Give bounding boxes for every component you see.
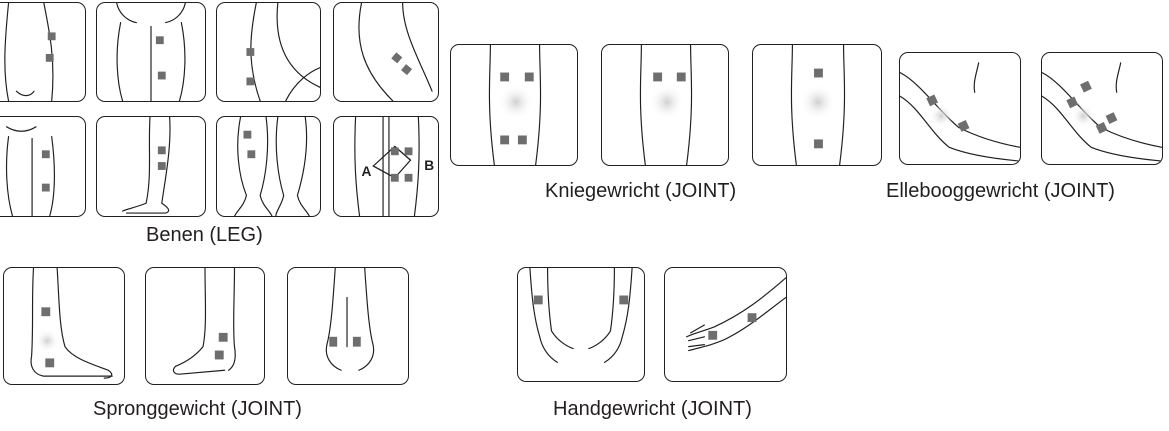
- electrode-pad: [42, 184, 50, 192]
- electrode-pad: [518, 135, 527, 144]
- leg-panel-3: [216, 2, 321, 102]
- electrode-pad: [353, 337, 361, 347]
- electrode-pad: [405, 174, 413, 182]
- electrode-pad: [708, 331, 717, 340]
- electrode-pad: [748, 313, 757, 322]
- electrode-pad: [48, 32, 56, 40]
- knee-panel-3: [752, 44, 882, 166]
- knee-back-ab-illustration: A B: [334, 117, 438, 216]
- electrode-pad: [534, 296, 543, 305]
- lower-leg-side-illustration: [97, 117, 205, 216]
- electrode-pad: [814, 139, 823, 148]
- leg-panel-7: [216, 116, 321, 217]
- electrode-pad: [1106, 112, 1118, 124]
- wrist-panel-2: [664, 267, 787, 382]
- electrode-pad: [246, 77, 254, 85]
- wrist-panel-1: [517, 267, 645, 382]
- leg-panel-2: [96, 2, 206, 102]
- electrode-pad: [677, 73, 686, 82]
- electrode-pad: [41, 307, 50, 316]
- electrode-pad: [391, 147, 399, 155]
- electrode-pad: [219, 333, 228, 342]
- thigh-side-illustration: [217, 3, 320, 101]
- leg-panel-1: [0, 2, 86, 102]
- knee-front-illustration: [451, 45, 577, 165]
- ankle-front-illustration: [146, 268, 264, 384]
- leg-panel-5: [0, 116, 86, 217]
- leg-panel-6: [96, 116, 206, 217]
- electrode-pad: [500, 135, 509, 144]
- electrode-pad: [244, 131, 252, 139]
- electrode-pad: [619, 296, 628, 305]
- knee-panel-1: [450, 44, 578, 166]
- electrode-pad: [158, 162, 166, 170]
- electrode-pad: [391, 52, 402, 63]
- elbow-panel-2: [1041, 52, 1163, 165]
- ankle-side-illustration: [4, 268, 124, 384]
- electrode-pad: [525, 73, 534, 82]
- caption-ankle: Spronggewicht (JOINT): [93, 398, 302, 421]
- ankle-panel-3: [287, 267, 409, 385]
- electrode-pad: [391, 174, 399, 182]
- electrode-pad: [158, 72, 166, 80]
- electrode-pad: [653, 73, 662, 82]
- knee-front-3-illustration: [753, 45, 881, 165]
- marker-a: A: [361, 164, 371, 179]
- electrode-pad: [215, 351, 224, 360]
- hands-illustration: [518, 268, 644, 381]
- electrode-pad: [814, 69, 823, 78]
- electrode-pad: [158, 146, 166, 154]
- electrode-pad: [246, 48, 254, 56]
- calf-front-illustration: [0, 117, 85, 216]
- thigh-front-illustration: [0, 3, 85, 101]
- electrode-pad: [1080, 81, 1092, 93]
- electrode-pad: [500, 73, 509, 82]
- knee-front-2-illustration: [602, 45, 728, 165]
- marker-b: B: [424, 158, 434, 173]
- caption-leg: Benen (LEG): [146, 224, 263, 247]
- thigh-side-back-illustration: [334, 3, 438, 101]
- electrode-pad: [42, 150, 50, 158]
- elbow-side-illustration: [900, 53, 1020, 164]
- electrode-pad: [156, 36, 164, 44]
- electrode-pad: [1096, 122, 1108, 134]
- leg-panel-4: [333, 2, 439, 102]
- thigh-back-illustration: [97, 3, 205, 101]
- electrode-pad: [45, 358, 54, 367]
- electrode-pad: [46, 54, 54, 62]
- ankle-panel-1: [3, 267, 125, 385]
- forearm-hand-illustration: [665, 268, 786, 381]
- caption-knee: Kniegewricht (JOINT): [545, 180, 736, 203]
- elbow-panel-1: [899, 52, 1021, 165]
- elbow-side-2-illustration: [1042, 53, 1162, 164]
- electrode-pad: [405, 147, 413, 155]
- electrode-pad: [329, 337, 337, 347]
- ankle-panel-2: [145, 267, 265, 385]
- caption-wrist: Handgewricht (JOINT): [553, 398, 752, 421]
- caption-elbow: Ellebooggewricht (JOINT): [886, 180, 1115, 203]
- electrode-pad: [401, 64, 412, 75]
- ankle-back-illustration: [288, 268, 408, 384]
- leg-panel-8: A B: [333, 116, 439, 217]
- knee-panel-2: [601, 44, 729, 166]
- electrode-pad: [247, 150, 255, 158]
- calf-back-illustration: [217, 117, 320, 216]
- electrode-pad: [958, 120, 970, 132]
